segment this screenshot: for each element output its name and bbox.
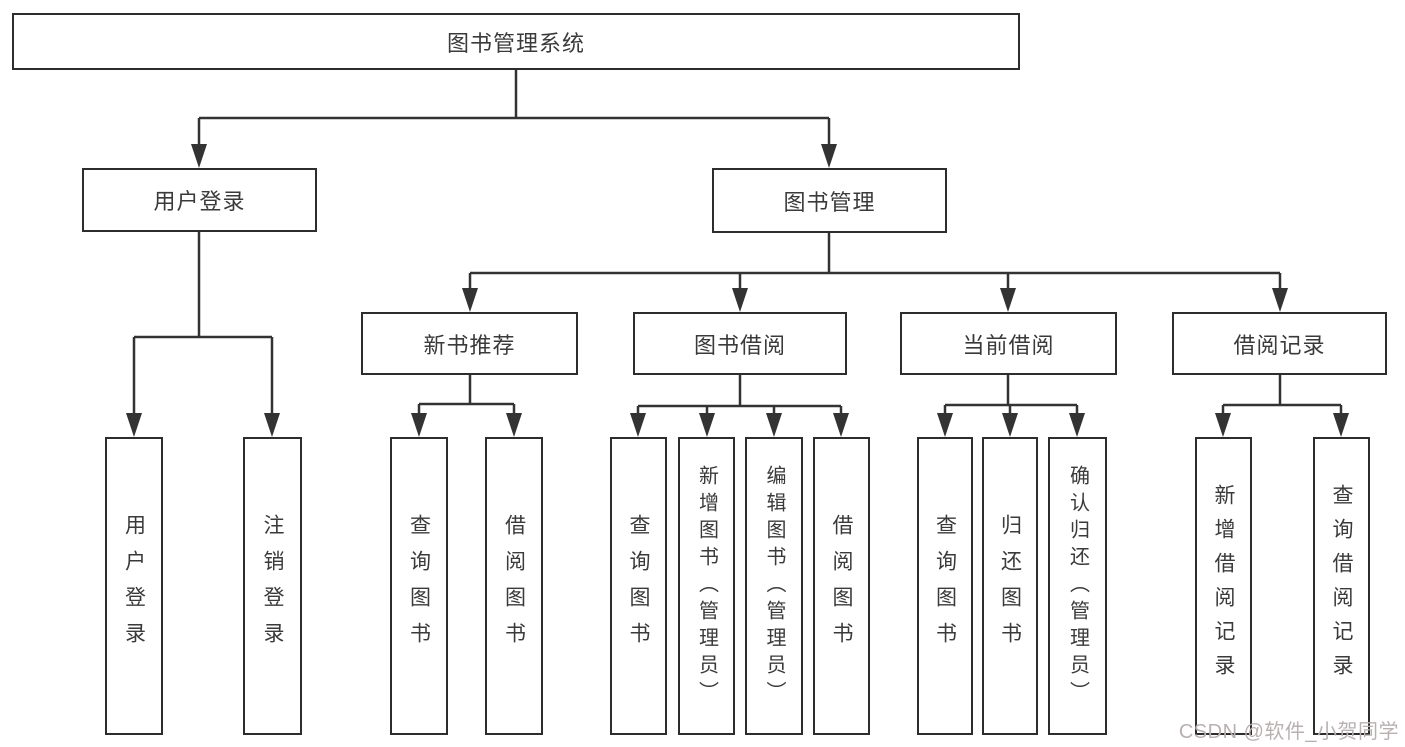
leaf-return-book-label: 归还图书	[998, 514, 1022, 658]
node-current-borrow: 当前借阅	[900, 312, 1117, 375]
leaf-edit-book-admin-label: 编辑图书（管理员）	[763, 464, 785, 708]
leaf-add-borrow-record: 新增借阅记录	[1195, 437, 1252, 735]
node-book-borrow: 图书借阅	[633, 312, 847, 375]
leaf-borrow-borrow-book-label: 借阅图书	[830, 514, 853, 658]
leaf-add-borrow-record-label: 新增借阅记录	[1212, 484, 1235, 688]
node-new-book-recommend-label: 新书推荐	[423, 332, 516, 358]
leaf-query-borrow-record: 查询借阅记录	[1313, 437, 1370, 735]
node-current-borrow-label: 当前借阅	[962, 332, 1055, 358]
leaf-query-borrow-record-label: 查询借阅记录	[1330, 484, 1353, 688]
node-user-login-group: 用户登录	[82, 168, 317, 232]
node-book-management-group-label: 图书管理	[783, 189, 876, 215]
leaf-borrow-query-book-label: 查询图书	[627, 514, 650, 658]
leaf-add-book-admin: 新增图书（管理员）	[678, 437, 735, 735]
node-new-book-recommend: 新书推荐	[361, 312, 578, 375]
csdn-watermark: CSDN @软件_小贺同学	[1178, 721, 1399, 743]
leaf-user-login-label: 用户登录	[122, 514, 146, 658]
leaf-user-login: 用户登录	[105, 437, 163, 735]
leaf-return-book: 归还图书	[982, 437, 1038, 735]
leaf-recommend-borrow-book-label: 借阅图书	[502, 514, 526, 658]
node-borrow-records-label: 借阅记录	[1233, 332, 1326, 358]
leaf-recommend-query-book: 查询图书	[390, 437, 448, 735]
node-book-borrow-label: 图书借阅	[693, 332, 786, 358]
node-root: 图书管理系统	[12, 13, 1020, 70]
leaf-add-book-admin-label: 新增图书（管理员）	[695, 464, 718, 708]
leaf-borrow-borrow-book: 借阅图书	[813, 437, 870, 735]
node-borrow-records: 借阅记录	[1172, 312, 1387, 375]
leaf-recommend-query-book-label: 查询图书	[407, 514, 431, 658]
leaf-current-query-book: 查询图书	[917, 437, 973, 735]
leaf-confirm-return-admin-label: 确认归还（管理员）	[1066, 464, 1089, 708]
leaf-confirm-return-admin: 确认归还（管理员）	[1048, 437, 1107, 735]
leaf-logout-label: 注销登录	[261, 514, 284, 658]
leaf-logout: 注销登录	[243, 437, 302, 735]
leaf-edit-book-admin: 编辑图书（管理员）	[745, 437, 803, 735]
leaf-recommend-borrow-book: 借阅图书	[485, 437, 543, 735]
leaf-current-query-book-label: 查询图书	[933, 514, 957, 658]
node-user-login-group-label: 用户登录	[153, 189, 246, 214]
leaf-borrow-query-book: 查询图书	[610, 437, 667, 735]
node-root-label: 图书管理系统	[446, 30, 585, 56]
node-book-management-group: 图书管理	[712, 168, 947, 233]
